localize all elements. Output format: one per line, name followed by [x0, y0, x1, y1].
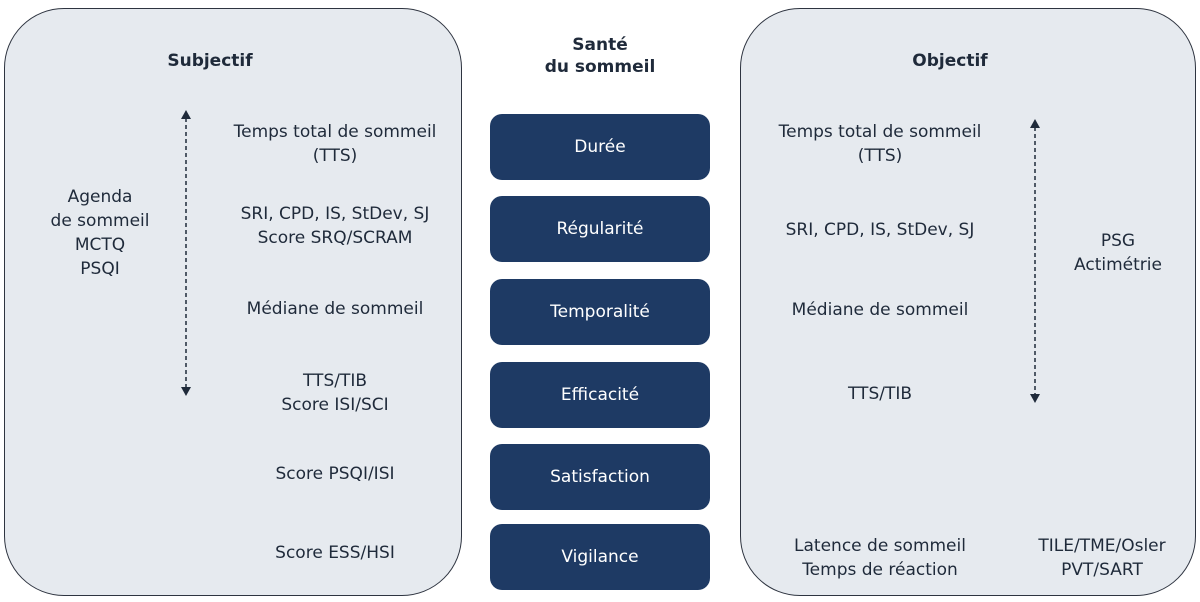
objective-range-arrow: [1030, 119, 1040, 403]
dimension-timing-box: Temporalité: [490, 279, 710, 345]
subjective-tools: Agenda de sommeil MCTQ PSQI: [30, 185, 170, 281]
objective-vigilance-tools: TILE/TME/Osler PVT/SART: [1022, 534, 1182, 582]
measure-line: (TTS): [857, 146, 903, 166]
subjective-panel: [4, 8, 462, 596]
measure-line: Médiane de sommeil: [791, 300, 969, 320]
objective-tool: PSG: [1100, 231, 1136, 251]
dimension-duration-box: Durée: [490, 114, 710, 180]
measure-line: Latence de sommeil: [794, 536, 966, 556]
center-title-line: Santé: [572, 35, 628, 55]
subjective-tool: MCTQ: [74, 235, 126, 255]
measure-line: SRI, CPD, IS, StDev, SJ: [240, 204, 430, 224]
objective-measure-regularity: SRI, CPD, IS, StDev, SJ: [755, 218, 1005, 242]
dimension-vigilance-box: Vigilance: [490, 524, 710, 590]
objective-measure-duration: Temps total de sommeil (TTS): [755, 120, 1005, 168]
measure-line: SRI, CPD, IS, StDev, SJ: [785, 220, 975, 240]
measure-line: Médiane de sommeil: [246, 299, 424, 319]
measure-line: Score PSQI/ISI: [275, 464, 395, 484]
objective-measure-efficiency: TTS/TIB: [755, 382, 1005, 406]
measure-line: Score ISI/SCI: [281, 395, 389, 415]
dimension-label: Durée: [574, 137, 626, 157]
subjective-measure-efficiency: TTS/TIB Score ISI/SCI: [210, 369, 460, 417]
measure-line: Score ESS/HSI: [275, 543, 395, 563]
subjective-heading: Subjectif: [167, 51, 253, 71]
subjective-tool: PSQI: [80, 259, 120, 279]
measure-line: Temps total de sommeil: [233, 122, 437, 142]
subjective-range-arrow: [181, 110, 191, 396]
subjective-measure-vigilance: Score ESS/HSI: [210, 541, 460, 565]
dimension-label: Temporalité: [550, 302, 650, 322]
measure-line: (TTS): [312, 146, 358, 166]
objective-tools: PSG Actimétrie: [1048, 229, 1188, 277]
objective-tool: PVT/SART: [1061, 560, 1143, 580]
objective-tool: TILE/TME/Osler: [1038, 536, 1166, 556]
measure-line: TTS/TIB: [847, 384, 913, 404]
dimension-satisfaction-box: Satisfaction: [490, 444, 710, 510]
dimension-label: Régularité: [556, 219, 644, 239]
dimension-efficiency-box: Efficacité: [490, 362, 710, 428]
objective-vigilance-measures: Latence de sommeil Temps de réaction: [755, 534, 1005, 582]
subjective-measure-regularity: SRI, CPD, IS, StDev, SJ Score SRQ/SCRAM: [210, 202, 460, 250]
subjective-measure-duration: Temps total de sommeil (TTS): [210, 120, 460, 168]
subjective-measure-satisfaction: Score PSQI/ISI: [210, 462, 460, 486]
measure-line: Temps total de sommeil: [778, 122, 982, 142]
subjective-tool: Agenda: [67, 187, 133, 207]
objective-heading: Objectif: [912, 51, 988, 71]
measure-line: Score SRQ/SCRAM: [257, 228, 413, 248]
objective-measure-timing: Médiane de sommeil: [755, 298, 1005, 322]
center-title: Santé du sommeil: [520, 34, 680, 78]
measure-line: TTS/TIB: [302, 371, 368, 391]
objective-tool: Actimétrie: [1074, 255, 1162, 275]
measure-line: Temps de réaction: [802, 560, 958, 580]
subjective-measure-timing: Médiane de sommeil: [210, 297, 460, 321]
objective-panel: [740, 8, 1196, 596]
dimension-label: Vigilance: [561, 547, 639, 567]
dimension-label: Efficacité: [560, 385, 640, 405]
center-title-line: du sommeil: [544, 57, 656, 77]
dimension-regularity-box: Régularité: [490, 196, 710, 262]
dimension-label: Satisfaction: [550, 467, 650, 487]
subjective-tool: de sommeil: [50, 211, 150, 231]
